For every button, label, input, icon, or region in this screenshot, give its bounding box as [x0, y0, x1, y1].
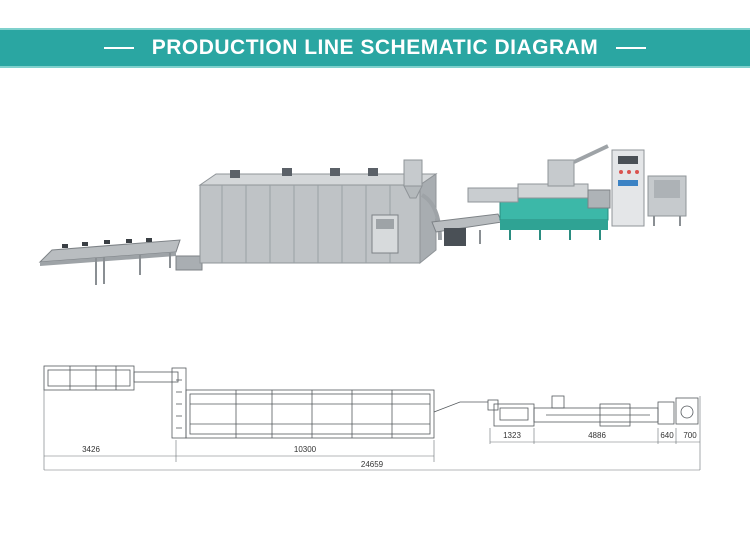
plan-mixer [657, 397, 699, 425]
diagram-title: PRODUCTION LINE SCHEMATIC DIAGRAM [151, 36, 599, 59]
dim-extruder-label: 4886 [588, 431, 606, 440]
mixer-machine [647, 175, 687, 226]
control-cabinet [611, 149, 645, 227]
title-banner: PRODUCTION LINE SCHEMATIC DIAGRAM [0, 28, 750, 68]
plan-conveyor [43, 365, 187, 439]
dim-dryer-label: 10300 [294, 445, 317, 454]
plan-extruder [533, 395, 659, 427]
dimension-labels: 3426 10300 1323 4886 640 700 24659 [82, 431, 697, 469]
cooling-conveyor [431, 213, 503, 246]
layout-plan [43, 365, 699, 439]
dim-feeder-label: 1323 [503, 431, 521, 440]
banner-right-dash [616, 47, 647, 49]
dim-total-label: 24659 [361, 460, 384, 469]
dim-conveyor-label: 3426 [82, 445, 100, 454]
dryer-oven [198, 159, 442, 265]
twin-screw-extruder [467, 144, 611, 240]
elevator-conveyor [38, 238, 203, 285]
production-line-illustration [38, 144, 687, 285]
dim-mixer-label: 640 [660, 431, 674, 440]
banner-left-dash [103, 47, 134, 49]
dimension-lines [43, 368, 701, 471]
dim-control-label: 700 [683, 431, 697, 440]
plan-feeder [433, 399, 535, 427]
plan-dryer [185, 389, 435, 439]
